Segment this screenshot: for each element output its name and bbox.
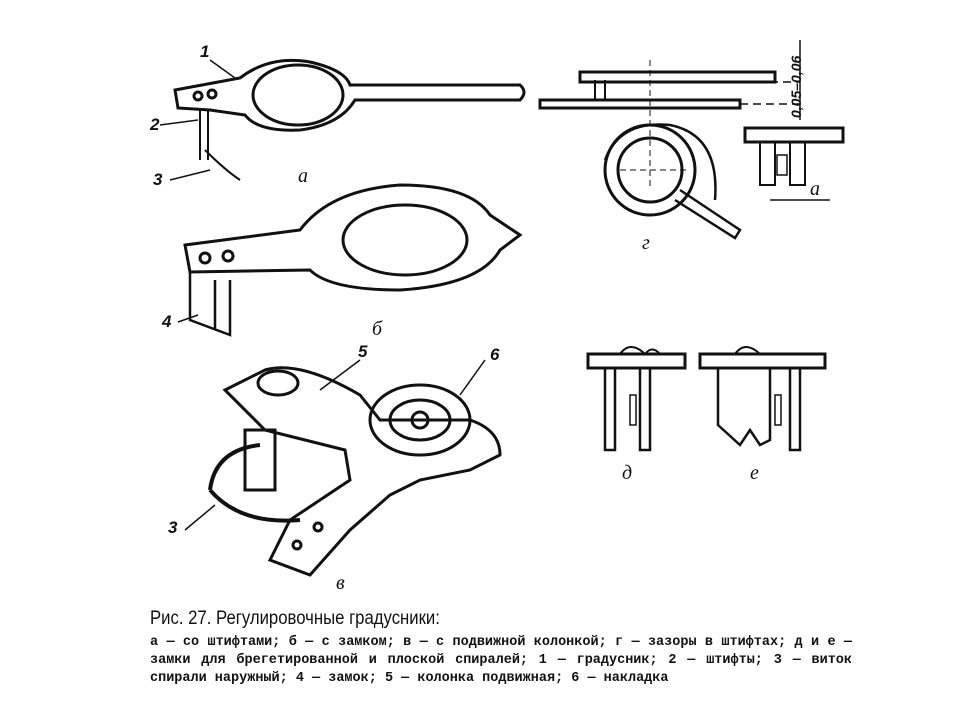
label-a: а [298,165,308,187]
label-e: е [750,462,759,484]
drawing-v-regulator-with-movable-column [208,366,502,577]
dimension-clearance: 0,05–0,06 [788,55,804,118]
label-3-spiral-coil: 3 [153,170,163,189]
label-d: д [622,462,633,484]
label-v: в [336,572,345,594]
figure-caption: Рис. 27. Регулировочные градусники: а — … [150,608,852,688]
drawing-b-regulator-with-lock [183,183,523,337]
label-1-regulator: 1 [200,42,210,61]
label-6-cover-plate: 6 [490,345,500,364]
label-b: б [372,318,383,340]
drawing-d-lock-breguet-spiral [586,346,687,452]
label-5-movable-column: 5 [358,342,368,361]
caption-legend: а — со штифтами; б — с замком; в — с под… [150,635,852,686]
label-3-spiral-coil-v: 3 [168,518,178,537]
label-2-pins: 2 [150,115,160,134]
label-4-lock: 4 [162,312,172,331]
caption-title: Рис. 27. Регулировочные градусники: [150,608,440,629]
label-g: г [642,232,650,254]
label-gap-a: a [810,178,820,200]
drawing-g-pin-clearances [538,40,845,240]
drawing-e-lock-flat-spiral [698,346,827,452]
drawing-a-regulator-with-pins [173,58,526,181]
